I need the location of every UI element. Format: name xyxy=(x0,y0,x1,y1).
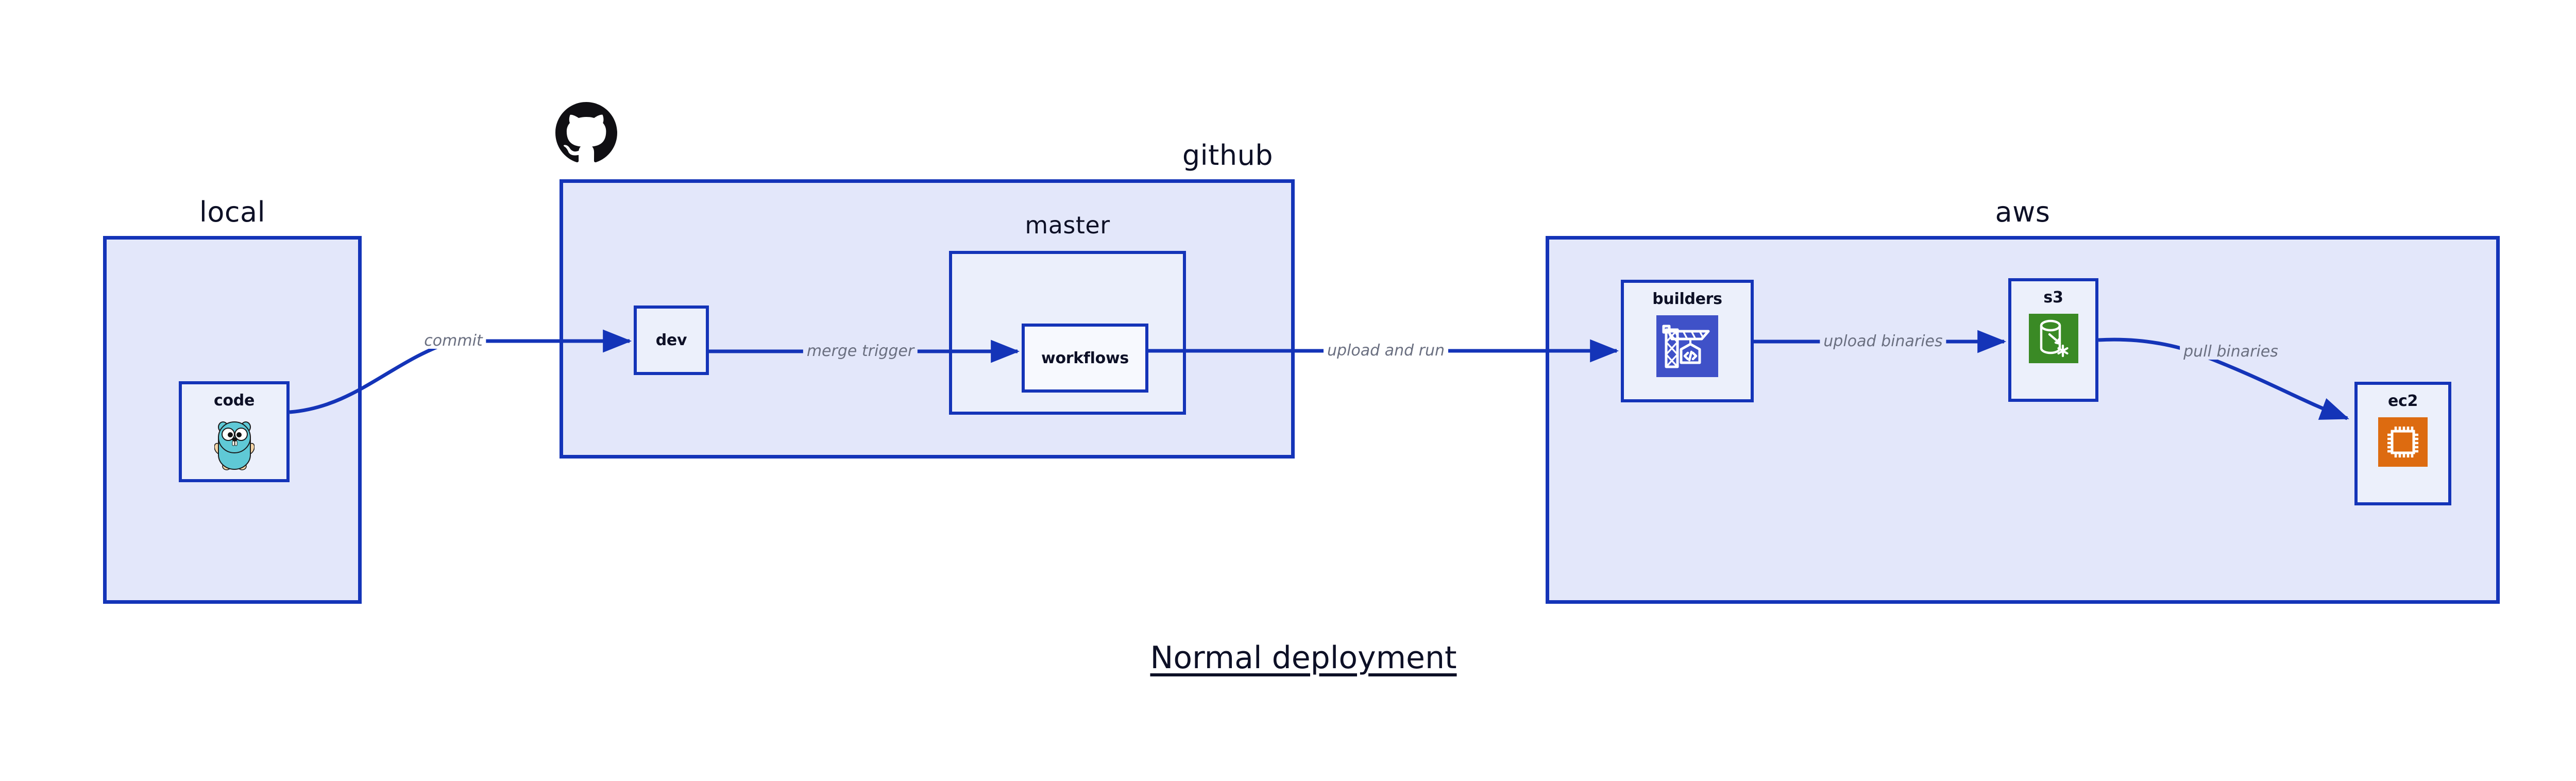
edge-label-merge-trigger: merge trigger xyxy=(803,344,918,359)
edge-label-pull-binaries: pull binaries xyxy=(2180,344,2282,360)
group-github-label: github xyxy=(1182,139,1274,172)
aws-ec2-icon xyxy=(2378,417,2428,469)
edge-label-commit: commit xyxy=(420,333,486,349)
node-builders-label: builders xyxy=(1652,290,1722,308)
node-ec2[interactable]: ec2 xyxy=(2354,382,2451,505)
edge-label-upload-binaries: upload binaries xyxy=(1820,334,1946,349)
aws-builder-icon xyxy=(1656,315,1718,379)
node-dev-label: dev xyxy=(655,331,687,349)
subgroup-master-label: master xyxy=(1025,211,1110,239)
node-workflows-label: workflows xyxy=(1041,349,1129,367)
aws-s3-icon xyxy=(2028,314,2078,365)
node-workflows[interactable]: workflows xyxy=(1022,324,1148,393)
node-code-label: code xyxy=(213,392,255,410)
node-code[interactable]: code xyxy=(179,381,290,482)
node-s3-label: s3 xyxy=(2043,288,2063,307)
node-dev[interactable]: dev xyxy=(634,305,709,375)
node-ec2-label: ec2 xyxy=(2387,392,2418,410)
edge-label-upload-and-run: upload and run xyxy=(1323,343,1449,359)
group-local-label: local xyxy=(199,196,266,228)
figure-title: Normal deployment xyxy=(1150,640,1457,676)
github-logo-icon xyxy=(555,102,617,166)
node-builders[interactable]: builders xyxy=(1621,280,1754,402)
group-aws-label: aws xyxy=(1995,196,2050,228)
node-s3[interactable]: s3 xyxy=(2008,278,2098,402)
go-gopher-icon xyxy=(213,417,255,472)
